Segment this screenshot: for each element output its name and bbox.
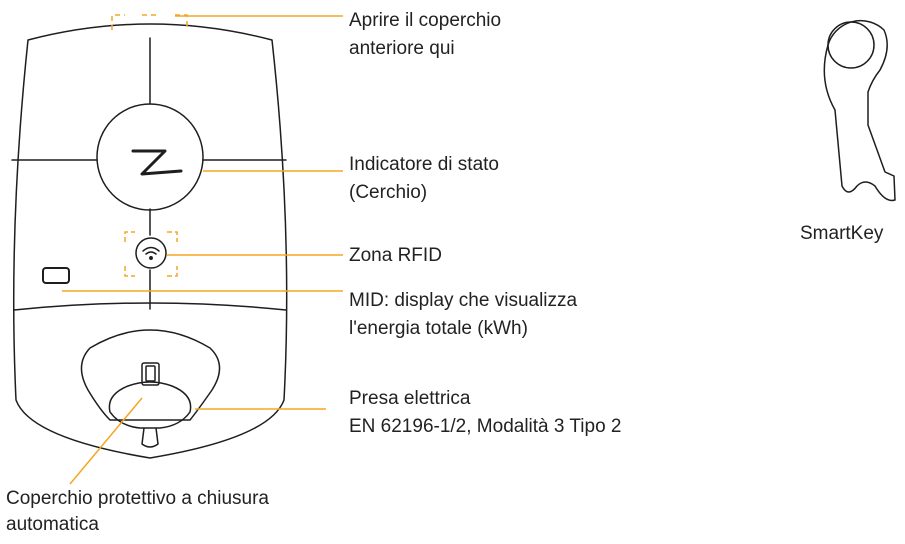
status-indicator-ring bbox=[96, 103, 204, 211]
label-socket-line1: Presa elettrica bbox=[349, 388, 471, 409]
socket-housing bbox=[80, 329, 221, 448]
smartkey-outline bbox=[823, 19, 896, 202]
label-mid-display-line2: l'energia totale (kWh) bbox=[349, 318, 528, 339]
bottom-panel-seam bbox=[13, 302, 287, 311]
label-protective-cover-line1: Coperchio protettivo a chiusura bbox=[6, 488, 269, 509]
label-socket-line2: EN 62196-1/2, Modalità 3 Tipo 2 bbox=[349, 416, 622, 437]
label-mid-display-line1: MID: display che visualizza bbox=[349, 290, 578, 311]
label-front-cover-line1: Aprire il coperchio bbox=[349, 10, 502, 31]
charger-outline bbox=[12, 23, 288, 459]
leader-lines bbox=[62, 15, 343, 485]
smartkey-icon bbox=[823, 19, 896, 202]
cap-handle bbox=[141, 427, 159, 448]
rfid-brackets bbox=[124, 231, 178, 277]
label-protective-cover-line2: automatica bbox=[6, 514, 99, 535]
socket-latch bbox=[141, 362, 160, 386]
label-status-indicator-line1: Indicatore di stato bbox=[349, 154, 499, 175]
label-rfid-zone: Zona RFID bbox=[349, 245, 442, 266]
label-status-indicator-line2: (Cerchio) bbox=[349, 182, 428, 203]
front-cover-brackets bbox=[111, 14, 188, 30]
rfid-wifi-icon bbox=[135, 237, 167, 269]
socket-recess bbox=[80, 329, 221, 421]
zaptec-logo-icon bbox=[131, 149, 183, 176]
label-smartkey: SmartKey bbox=[800, 223, 884, 244]
charger-body bbox=[11, 23, 288, 459]
label-front-cover-line2: anteriore qui bbox=[349, 38, 455, 59]
mid-display-window bbox=[42, 267, 70, 284]
smartkey-ring bbox=[827, 21, 875, 69]
leader-protective-cover bbox=[69, 397, 143, 485]
socket-cap bbox=[108, 381, 192, 429]
